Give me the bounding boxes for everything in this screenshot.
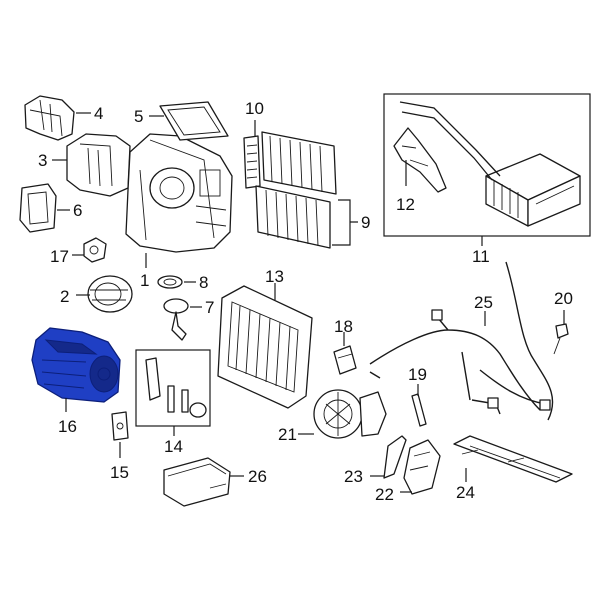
callout-19: 19 [408, 365, 427, 384]
part-19-temperature-sensor[interactable] [411, 393, 427, 427]
callout-8: 8 [199, 273, 208, 292]
callout-12: 12 [396, 195, 415, 214]
callout-labels: 4 3 6 17 2 1 5 10 9 8 7 16 14 15 13 18 2… [38, 99, 573, 504]
part-7-drain-hose[interactable] [163, 298, 189, 341]
callout-24: 24 [456, 483, 475, 502]
leader-9 [332, 199, 358, 246]
callout-5: 5 [134, 107, 143, 126]
callout-10: 10 [245, 99, 264, 118]
callout-25: 25 [474, 293, 493, 312]
part-6-gasket[interactable] [19, 183, 57, 233]
callout-2: 2 [60, 287, 69, 306]
part-10-filter-strip[interactable] [243, 135, 261, 189]
part-14-hardware-kit[interactable] [145, 357, 207, 418]
part-1-hvac-housing[interactable] [125, 133, 233, 253]
callout-15: 15 [110, 463, 129, 482]
part-23-seal-strip[interactable] [383, 435, 407, 479]
part-13-evaporator[interactable] [217, 285, 313, 409]
part-21-blower-assembly[interactable] [313, 389, 387, 439]
callout-20: 20 [554, 289, 573, 308]
part-22-actuator-motor[interactable] [403, 439, 441, 495]
callout-21: 21 [278, 425, 297, 444]
part-5-filter-cover[interactable] [159, 101, 229, 141]
callout-7: 7 [205, 298, 214, 317]
part-25-wiring-harness[interactable] [369, 261, 554, 421]
callout-1: 1 [140, 271, 149, 290]
part-18-blower-resistor[interactable] [333, 345, 357, 375]
part-12-pipe-bracket[interactable] [393, 127, 447, 193]
callout-18: 18 [334, 317, 353, 336]
callout-26: 26 [248, 467, 267, 486]
part-11-group-frame [383, 93, 591, 237]
callout-13: 13 [265, 267, 284, 286]
callout-4: 4 [94, 104, 103, 123]
part-11-heater-core[interactable] [399, 101, 581, 227]
part-2-motor-ring[interactable] [87, 275, 133, 313]
callout-6: 6 [73, 201, 82, 220]
part-15-expansion-valve[interactable] [111, 411, 129, 441]
callout-17: 17 [50, 247, 69, 266]
callout-22: 22 [375, 485, 394, 504]
part-24-heater-tube[interactable] [453, 435, 573, 483]
part-4-bracket[interactable] [24, 95, 75, 141]
part-16-blower-motor-highlighted[interactable] [31, 327, 121, 403]
callout-3: 3 [38, 151, 47, 170]
part-8-grommet[interactable] [157, 275, 183, 289]
part-17-actuator[interactable] [83, 237, 107, 263]
callout-11: 11 [472, 247, 490, 266]
callout-23: 23 [344, 467, 363, 486]
part-20-sensor[interactable] [553, 323, 569, 355]
callout-14: 14 [164, 437, 183, 456]
part-14-hardware-frame [135, 349, 211, 427]
part-9-cabin-filters[interactable] [255, 131, 337, 249]
part-3-air-duct[interactable] [66, 133, 131, 197]
part-26-control-module[interactable] [163, 457, 231, 507]
callout-16: 16 [58, 417, 77, 436]
callout-9: 9 [361, 213, 370, 232]
